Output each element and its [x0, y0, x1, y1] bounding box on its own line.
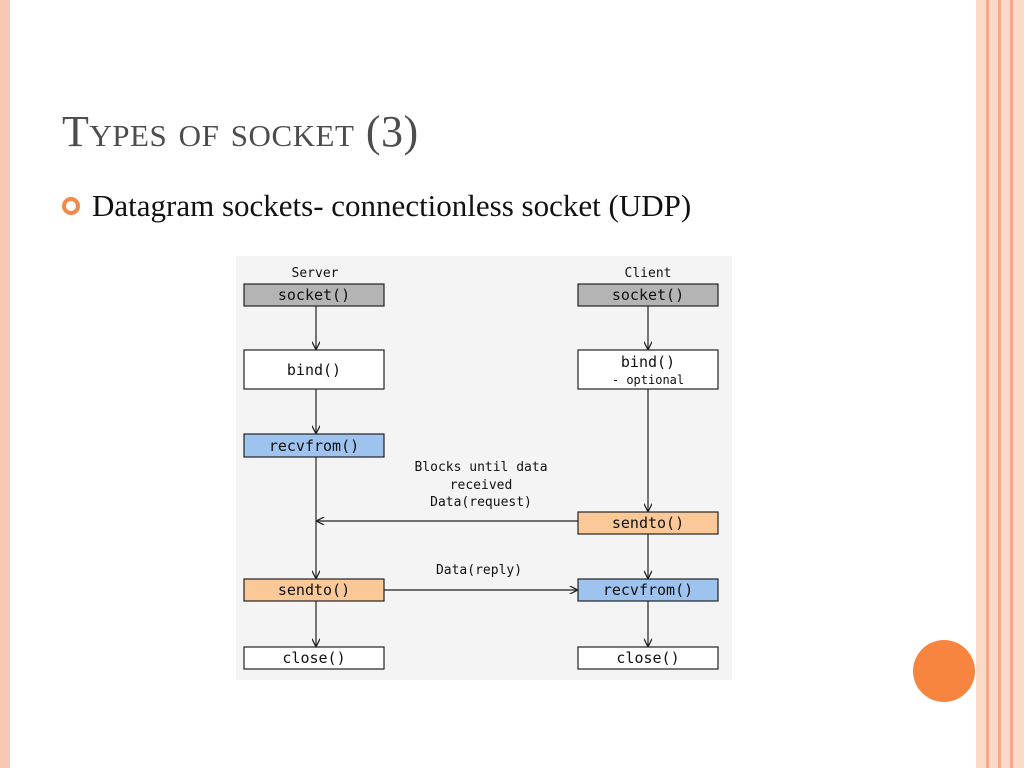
server-bind-box: bind()	[243, 349, 385, 390]
client-label: Client	[625, 266, 672, 281]
client-bind-note: - optional	[612, 373, 684, 387]
reply-note: Data(reply)	[436, 563, 522, 578]
frame-stripe	[998, 0, 1001, 768]
client-close-label: close()	[616, 649, 679, 667]
client-socket-label: socket()	[612, 286, 684, 304]
client-sendto-box: sendto()	[577, 511, 719, 535]
slide-frame-left	[0, 0, 10, 768]
request-note-line-1: Blocks until data	[414, 460, 547, 475]
client-sendto-label: sendto()	[612, 514, 684, 532]
slide-title: Types of socket (3)	[62, 107, 419, 156]
server-socket-label: socket()	[278, 286, 350, 304]
diagram-background	[236, 256, 732, 680]
server-label: Server	[292, 266, 339, 281]
server-recvfrom-box: recvfrom()	[243, 433, 385, 458]
server-sendto-box: sendto()	[243, 578, 385, 602]
client-recvfrom-box: recvfrom()	[577, 578, 719, 602]
decorative-circle	[913, 640, 975, 702]
client-close-box: close()	[577, 646, 719, 670]
client-bind-box: bind() - optional	[577, 349, 719, 390]
request-note-line-2: received	[450, 478, 513, 493]
server-socket-box: socket()	[243, 283, 385, 307]
server-sendto-label: sendto()	[278, 581, 350, 599]
bullet-text: Datagram sockets- connectionless socket …	[92, 188, 692, 223]
bullet-item: Datagram sockets- connectionless socket …	[62, 188, 691, 224]
bullet-icon	[62, 197, 80, 215]
frame-stripe	[986, 0, 989, 768]
client-recvfrom-label: recvfrom()	[603, 581, 693, 599]
client-socket-box: socket()	[577, 283, 719, 307]
frame-stripe	[1010, 0, 1013, 768]
server-close-box: close()	[243, 646, 385, 670]
server-recvfrom-label: recvfrom()	[269, 437, 359, 455]
server-bind-label: bind()	[287, 361, 341, 379]
request-note-line-3: Data(request)	[430, 495, 532, 510]
server-close-label: close()	[282, 649, 345, 667]
client-bind-label: bind()	[621, 353, 675, 371]
